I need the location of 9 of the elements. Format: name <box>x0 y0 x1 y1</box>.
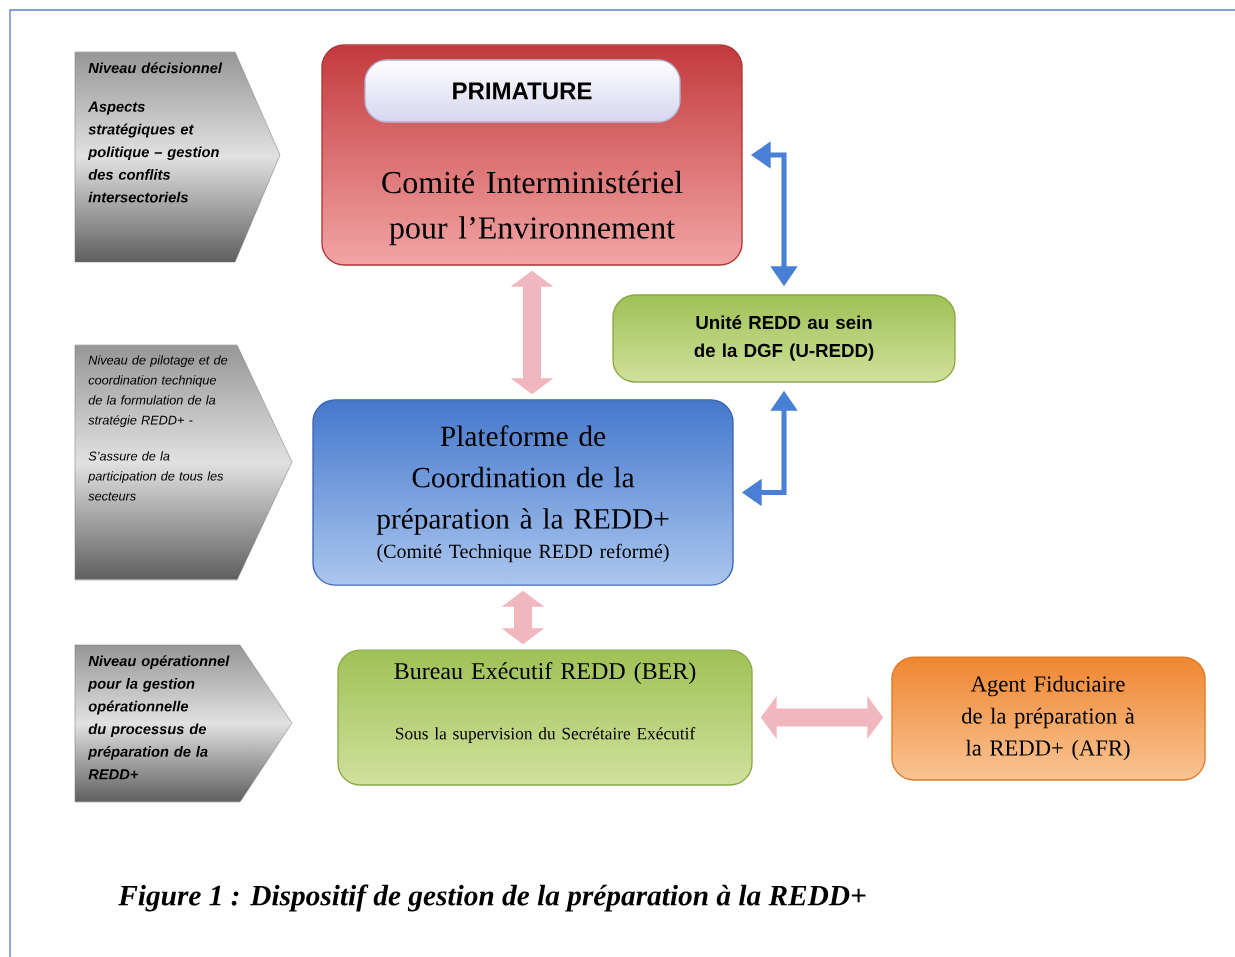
title-box: PRIMATURE <box>364 59 681 123</box>
bureau-box: Bureau Exécutif REDD (BER) Sous la supervision du Secrétaire Exécutif <box>337 649 753 786</box>
level-chevron: Niveau de pilotage et de coordination technique de la formulation de la stratégie REDD+ - S’assure de la participation de tous les secteurs <box>74 344 293 581</box>
platform-box: Plateforme de Coordination de la préparation à la REDD+ (Comité Technique REDD reformé) <box>312 399 734 586</box>
agent-box: Agent Fiduciaire de la préparation à la REDD+ (AFR) <box>891 656 1206 781</box>
caption: Figure 1 : Dispositif de gestion de la préparation à la REDD+ <box>118 884 866 912</box>
level-chevron: Niveau opérationnel pour la gestion opérationnelle du processus de préparation de la REDD+ <box>74 644 293 803</box>
level-chevron: Niveau décisionnel Aspects stratégiques et politique – gestion des conflits intersectoriels <box>74 51 281 263</box>
unit-box: Unité REDD au sein de la DGF (U-REDD) <box>612 294 956 383</box>
